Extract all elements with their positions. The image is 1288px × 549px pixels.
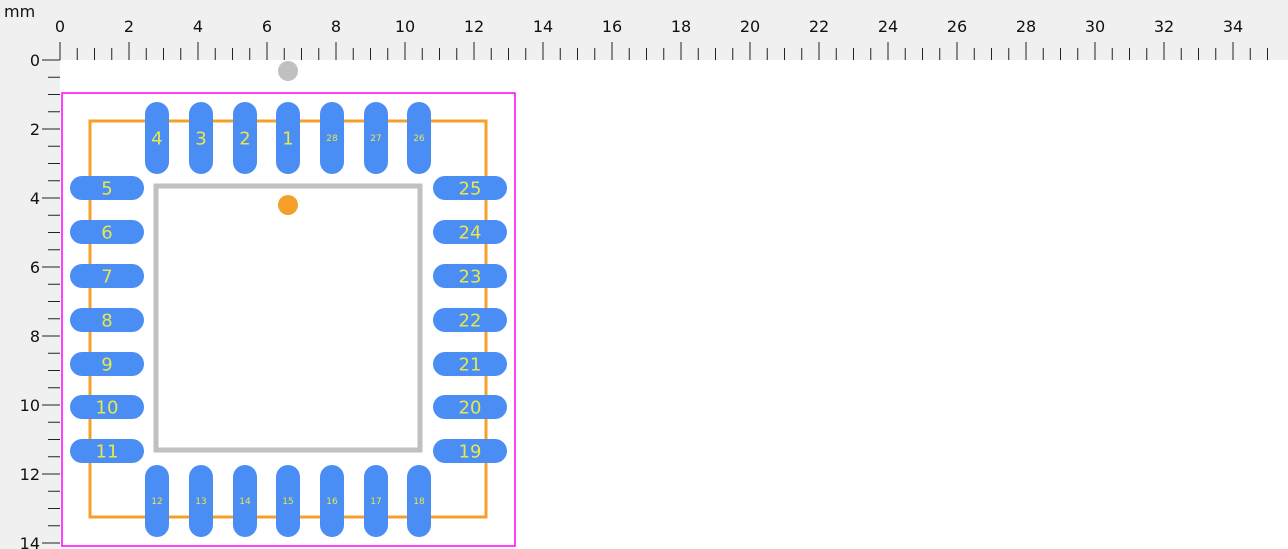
pad — [433, 176, 507, 200]
ruler-label-x: 26 — [947, 17, 967, 36]
pad — [70, 439, 144, 463]
pad-number: 10 — [96, 397, 119, 418]
pad — [70, 395, 144, 419]
pad-number: 8 — [101, 310, 112, 331]
pin1-indicator-dot — [278, 195, 298, 215]
pad — [320, 102, 344, 174]
pad-number: 14 — [239, 497, 251, 507]
pad — [70, 308, 144, 332]
pad-number: 26 — [413, 134, 425, 144]
pad-number: 25 — [459, 178, 482, 199]
ruler-label-y: 8 — [30, 327, 40, 346]
ruler-label-y: 12 — [20, 465, 40, 484]
pad — [276, 102, 300, 174]
ruler-label-x: 12 — [464, 17, 484, 36]
pad — [70, 176, 144, 200]
pad — [320, 465, 344, 537]
pad — [433, 264, 507, 288]
ruler-label-x: 30 — [1085, 17, 1105, 36]
pad — [70, 352, 144, 376]
pad — [145, 465, 169, 537]
pad-number: 9 — [101, 354, 112, 375]
ruler-label-y: 2 — [30, 120, 40, 139]
ruler-label-x: 14 — [533, 17, 553, 36]
pad-number: 20 — [459, 397, 482, 418]
ruler-label-x: 28 — [1016, 17, 1036, 36]
pad-number: 12 — [151, 497, 162, 507]
pad-number: 28 — [326, 134, 338, 144]
ruler-label-x: 8 — [331, 17, 341, 36]
pad-number: 7 — [101, 266, 112, 287]
pad — [364, 102, 388, 174]
pad — [233, 465, 257, 537]
pad-number: 5 — [101, 178, 112, 199]
pad — [433, 395, 507, 419]
pad-number: 16 — [326, 497, 338, 507]
pad — [189, 102, 213, 174]
ruler-label-x: 18 — [671, 17, 691, 36]
pad — [407, 102, 431, 174]
ruler-unit-label: mm — [4, 2, 36, 21]
pad — [433, 352, 507, 376]
pad-number: 1 — [282, 128, 293, 149]
ruler-label-y: 10 — [20, 396, 40, 415]
pad-number: 18 — [413, 497, 425, 507]
pad-number: 23 — [459, 266, 482, 287]
courtyard-outline — [61, 92, 516, 547]
pad — [433, 308, 507, 332]
ruler-label-x: 20 — [740, 17, 760, 36]
pad-number: 21 — [459, 354, 482, 375]
ruler-label-x: 34 — [1223, 17, 1243, 36]
ruler-label-y: 4 — [30, 189, 40, 208]
pad — [433, 439, 507, 463]
pad-number: 22 — [459, 310, 482, 331]
pad-number: 27 — [370, 134, 381, 144]
pad-number: 4 — [151, 128, 162, 149]
pad — [145, 102, 169, 174]
pad-number: 24 — [459, 222, 482, 243]
ruler-label-x: 2 — [124, 17, 134, 36]
ruler-label-x: 0 — [55, 17, 65, 36]
pad-number: 3 — [195, 128, 206, 149]
pad-number: 15 — [282, 497, 293, 507]
canvas-background — [60, 60, 1288, 549]
ruler-label-x: 4 — [193, 17, 203, 36]
ruler-label-x: 22 — [809, 17, 829, 36]
pad — [189, 465, 213, 537]
pad — [233, 102, 257, 174]
ruler-label-x: 16 — [602, 17, 622, 36]
pad-number: 19 — [459, 441, 482, 462]
ruler-label-x: 32 — [1154, 17, 1174, 36]
pad — [433, 220, 507, 244]
pad — [70, 264, 144, 288]
pad-number: 13 — [195, 497, 206, 507]
ruler-label-y: 0 — [30, 51, 40, 70]
ruler-label-y: 14 — [20, 534, 40, 549]
component-body-outline — [153, 183, 423, 453]
ruler-label-x: 10 — [395, 17, 415, 36]
pad-number: 6 — [101, 222, 112, 243]
pad — [276, 465, 300, 537]
pad — [70, 220, 144, 244]
pad — [364, 465, 388, 537]
ruler-label-x: 6 — [262, 17, 272, 36]
pad — [407, 465, 431, 537]
origin-marker — [278, 61, 298, 81]
ruler-label-y: 6 — [30, 258, 40, 277]
pad-number: 2 — [239, 128, 250, 149]
pad-number: 17 — [370, 497, 381, 507]
pad-number: 11 — [96, 441, 119, 462]
ruler-label-x: 24 — [878, 17, 898, 36]
